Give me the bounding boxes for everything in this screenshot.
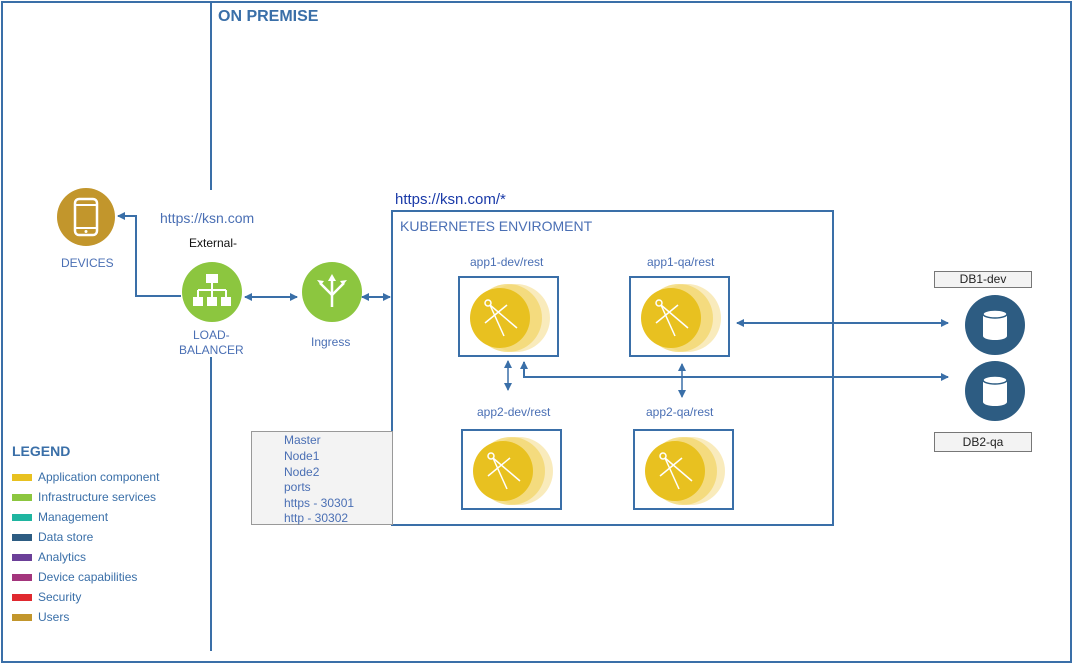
- legend-swatch: [12, 514, 32, 522]
- app1-qa-box[interactable]: [629, 276, 730, 357]
- app1-dev-box[interactable]: [458, 276, 559, 357]
- legend-swatch: [12, 494, 32, 502]
- db1-node[interactable]: [964, 294, 1026, 361]
- phone-icon: [57, 188, 115, 246]
- app2-qa-label: app2-qa/rest: [646, 405, 714, 419]
- kubernetes-environment: [391, 210, 834, 526]
- legend-swatch: [12, 614, 32, 622]
- ingress-label: Ingress: [311, 335, 351, 349]
- app1-qa-label: app1-qa/rest: [647, 255, 715, 269]
- app2-dev-label: app2-dev/rest: [477, 405, 551, 419]
- info-line: https - 30301: [284, 496, 355, 510]
- lb-label-line2: BALANCER: [179, 343, 244, 357]
- info-line: Node2: [284, 465, 320, 479]
- legend-label: Data store: [38, 530, 94, 544]
- legend-item: Analytics: [12, 550, 86, 564]
- legend-item: Users: [12, 610, 69, 624]
- app2-qa-box[interactable]: [633, 429, 734, 510]
- info-line: ports: [284, 480, 311, 494]
- info-line: http - 30302: [284, 511, 349, 525]
- compass-tool-icon: [641, 284, 721, 352]
- legend-label: Users: [38, 610, 70, 624]
- devices-label: DEVICES: [61, 256, 114, 270]
- app2-dev-box[interactable]: [461, 429, 562, 510]
- app1dev-db2-connector: [520, 361, 949, 381]
- info-line: Node1: [284, 449, 320, 463]
- legend-swatch: [12, 594, 32, 602]
- legend-swatch: [12, 554, 32, 562]
- legend-swatch: [12, 534, 32, 542]
- k8s-title: KUBERNETES ENVIROMENT: [400, 218, 593, 234]
- legend-item: Security: [12, 590, 81, 604]
- legend-label: Infrastructure services: [38, 490, 157, 504]
- legend-title: LEGEND: [12, 443, 71, 459]
- legend-label: Analytics: [38, 550, 87, 564]
- db1-label: DB1-dev: [934, 271, 1032, 288]
- compass-tool-icon: [473, 437, 553, 505]
- db2-node[interactable]: [964, 360, 1026, 427]
- lb-url: https://ksn.com: [160, 210, 255, 226]
- load-balancer-node[interactable]: [181, 261, 243, 328]
- legend-swatch: [12, 474, 32, 482]
- legend-item: Management: [12, 510, 108, 524]
- network-hierarchy-icon: [182, 262, 242, 322]
- app1-dev-label: app1-dev/rest: [470, 255, 544, 269]
- database-cylinder-icon: [965, 361, 1025, 421]
- devices-node[interactable]: [56, 187, 116, 252]
- legend-item: Application component: [12, 470, 159, 484]
- legend-item: Infrastructure services: [12, 490, 156, 504]
- legend-label: Security: [38, 590, 82, 604]
- boundary-line-top: [210, 3, 212, 190]
- k8s-url: https://ksn.com/*: [395, 191, 506, 208]
- db2-label: DB2-qa: [934, 432, 1032, 452]
- legend-label: Device capabilities: [38, 570, 138, 584]
- legend-label: Management: [38, 510, 109, 524]
- legend-item: Device capabilities: [12, 570, 137, 584]
- lb-external-label: External-: [189, 236, 238, 250]
- lb-label-line1: LOAD-: [193, 328, 230, 342]
- info-line: Master: [284, 433, 321, 447]
- compass-tool-icon: [645, 437, 725, 505]
- page-title: ON PREMISE: [218, 8, 319, 25]
- legend-item: Data store: [12, 530, 93, 544]
- ingress-node[interactable]: [301, 261, 363, 328]
- devices-lb-connector: [117, 212, 181, 297]
- boundary-line-bottom: [210, 357, 212, 651]
- database-cylinder-icon: [965, 295, 1025, 355]
- legend-swatch: [12, 574, 32, 582]
- legend-label: Application component: [38, 470, 160, 484]
- ingress-fork-icon: [302, 262, 362, 322]
- cluster-info-box: Master Node1 Node2 ports https - 30301 h…: [251, 431, 393, 525]
- compass-tool-icon: [470, 284, 550, 352]
